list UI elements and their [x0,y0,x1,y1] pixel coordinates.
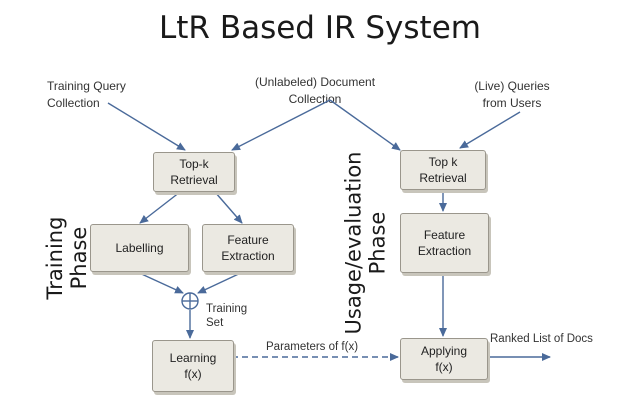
training-feature-label: Feature Extraction [221,233,275,263]
live-queries-label: (Live) Queries from Users [474,79,550,110]
applying-label: Applying f(x) [420,344,468,374]
labelling-label: Labelling [115,241,164,255]
learning-box: Learning f(x) [152,340,234,392]
training-phase-label: Training Phase [43,216,91,300]
edge-docs-to-usage-topk [329,99,401,151]
applying-box: Applying f(x) [400,338,488,380]
edge-topk-to-labelling [139,191,181,224]
join-circle [181,292,199,310]
usage-topk-label: Top k Retrieval [419,155,467,185]
training-feature-box: Feature Extraction [202,224,294,272]
edge-feature-to-join [197,270,246,294]
training-set-label: Training Set [206,303,248,329]
edge-live-to-usage-topk [459,111,521,149]
training-topk-box: Top-k Retrieval [153,152,235,192]
edge-docs-to-topk [231,99,331,151]
usage-feature-label: Feature Extraction [417,228,472,258]
edge-query-to-topk [107,102,186,151]
output-label: Ranked List of Docs [490,333,593,345]
diagram-title: LtR Based IR System [159,10,481,46]
parameters-label: Parameters of f(x) [266,341,359,353]
edge-labelling-to-join [134,270,184,294]
training-query-collection-label: Training Query Collection [47,79,126,110]
usage-feature-box: Feature Extraction [400,213,489,273]
learning-label: Learning f(x) [169,351,217,381]
usage-phase-label: Usage/evaluation Phase [341,151,390,335]
training-topk-label: Top-k Retrieval [170,157,218,187]
usage-topk-box: Top k Retrieval [400,150,486,190]
labelling-box: Labelling [90,224,189,272]
document-collection-label: (Unlabeled) Document Collection [254,75,376,106]
edge-topk-to-feature [214,191,243,224]
